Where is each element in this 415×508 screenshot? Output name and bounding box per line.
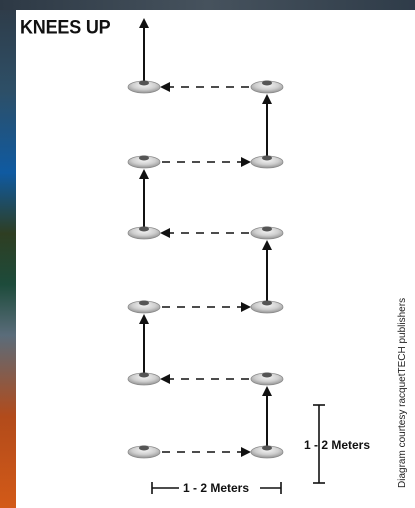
- cone-right-1: [250, 80, 284, 94]
- cone-left-3: [127, 226, 161, 240]
- cone-left-6: [127, 445, 161, 459]
- cone-left-4: [127, 300, 161, 314]
- cone-left-2: [127, 155, 161, 169]
- horizontal-distance-marker: [151, 482, 282, 494]
- background-photo-strip: [0, 0, 16, 508]
- cone-right-3: [250, 226, 284, 240]
- vertical-distance-label: 1 - 2 Meters: [304, 438, 370, 452]
- cone-right-4: [250, 300, 284, 314]
- horizontal-distance-label: 1 - 2 Meters: [183, 481, 249, 495]
- cone-right-6: [250, 445, 284, 459]
- drill-title: KNEES UP: [20, 16, 111, 38]
- diagram-panel: [16, 10, 408, 508]
- cone-left-1: [127, 80, 161, 94]
- cone-right-2: [250, 155, 284, 169]
- cone-left-5: [127, 372, 161, 386]
- cone-right-5: [250, 372, 284, 386]
- top-border: [0, 0, 415, 10]
- vertical-distance-marker: [313, 404, 325, 484]
